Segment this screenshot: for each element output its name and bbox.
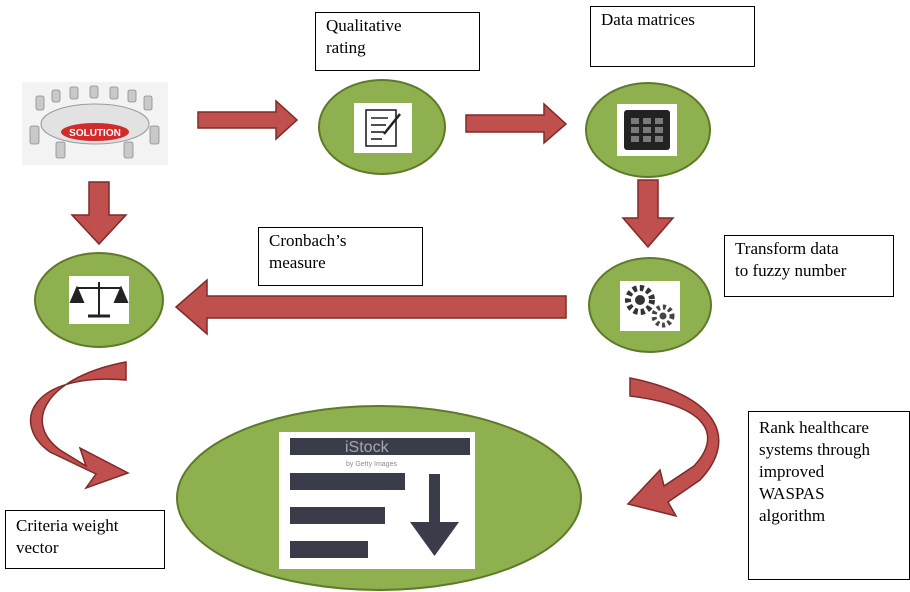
gears-icon (625, 285, 675, 328)
arrow-left-long (174, 278, 567, 336)
cronbach-measure-label: Cronbach’s measure (269, 231, 347, 272)
criteria-weight-box: Criteria weight vector (5, 510, 165, 569)
transform-data-box: Transform data to fuzzy number (724, 235, 894, 297)
meeting-table-icon: SOLUTION (29, 85, 160, 159)
solution-text: SOLUTION (69, 128, 121, 139)
arrow-right-2 (465, 102, 568, 145)
data-matrices-label: Data matrices (601, 10, 695, 29)
data-matrices-box: Data matrices (590, 6, 755, 67)
arrow-down-right (621, 179, 675, 249)
qualitative-rating-box: Qualitative rating (315, 12, 480, 71)
data-matrix-icon (624, 110, 670, 150)
ranking-list-icon (290, 438, 470, 558)
watermark-sub-text: by Getty Images (346, 461, 397, 468)
scales-icon (69, 282, 129, 318)
qualitative-rating-node (318, 79, 446, 175)
curved-arrow-left (29, 361, 130, 490)
rank-systems-label: Rank healthcare systems through improved… (759, 418, 870, 525)
data-matrices-node (585, 82, 711, 178)
qualitative-rating-label: Qualitative rating (326, 16, 402, 57)
scales-node (34, 252, 164, 348)
ranking-node: iStock by Getty Images (176, 405, 582, 591)
solution-image: SOLUTION (22, 82, 168, 165)
arrow-down-left (70, 181, 128, 246)
criteria-weight-label: Criteria weight vector (16, 516, 119, 557)
transform-data-label: Transform data to fuzzy number (735, 239, 847, 280)
cronbach-measure-box: Cronbach’s measure (258, 227, 423, 286)
arrow-right-1 (197, 99, 299, 141)
transform-node (588, 257, 712, 353)
rating-form-icon (365, 109, 401, 147)
rank-systems-box: Rank healthcare systems through improved… (748, 411, 910, 580)
curved-arrow-right (626, 377, 720, 518)
watermark-text: iStock (345, 439, 390, 456)
